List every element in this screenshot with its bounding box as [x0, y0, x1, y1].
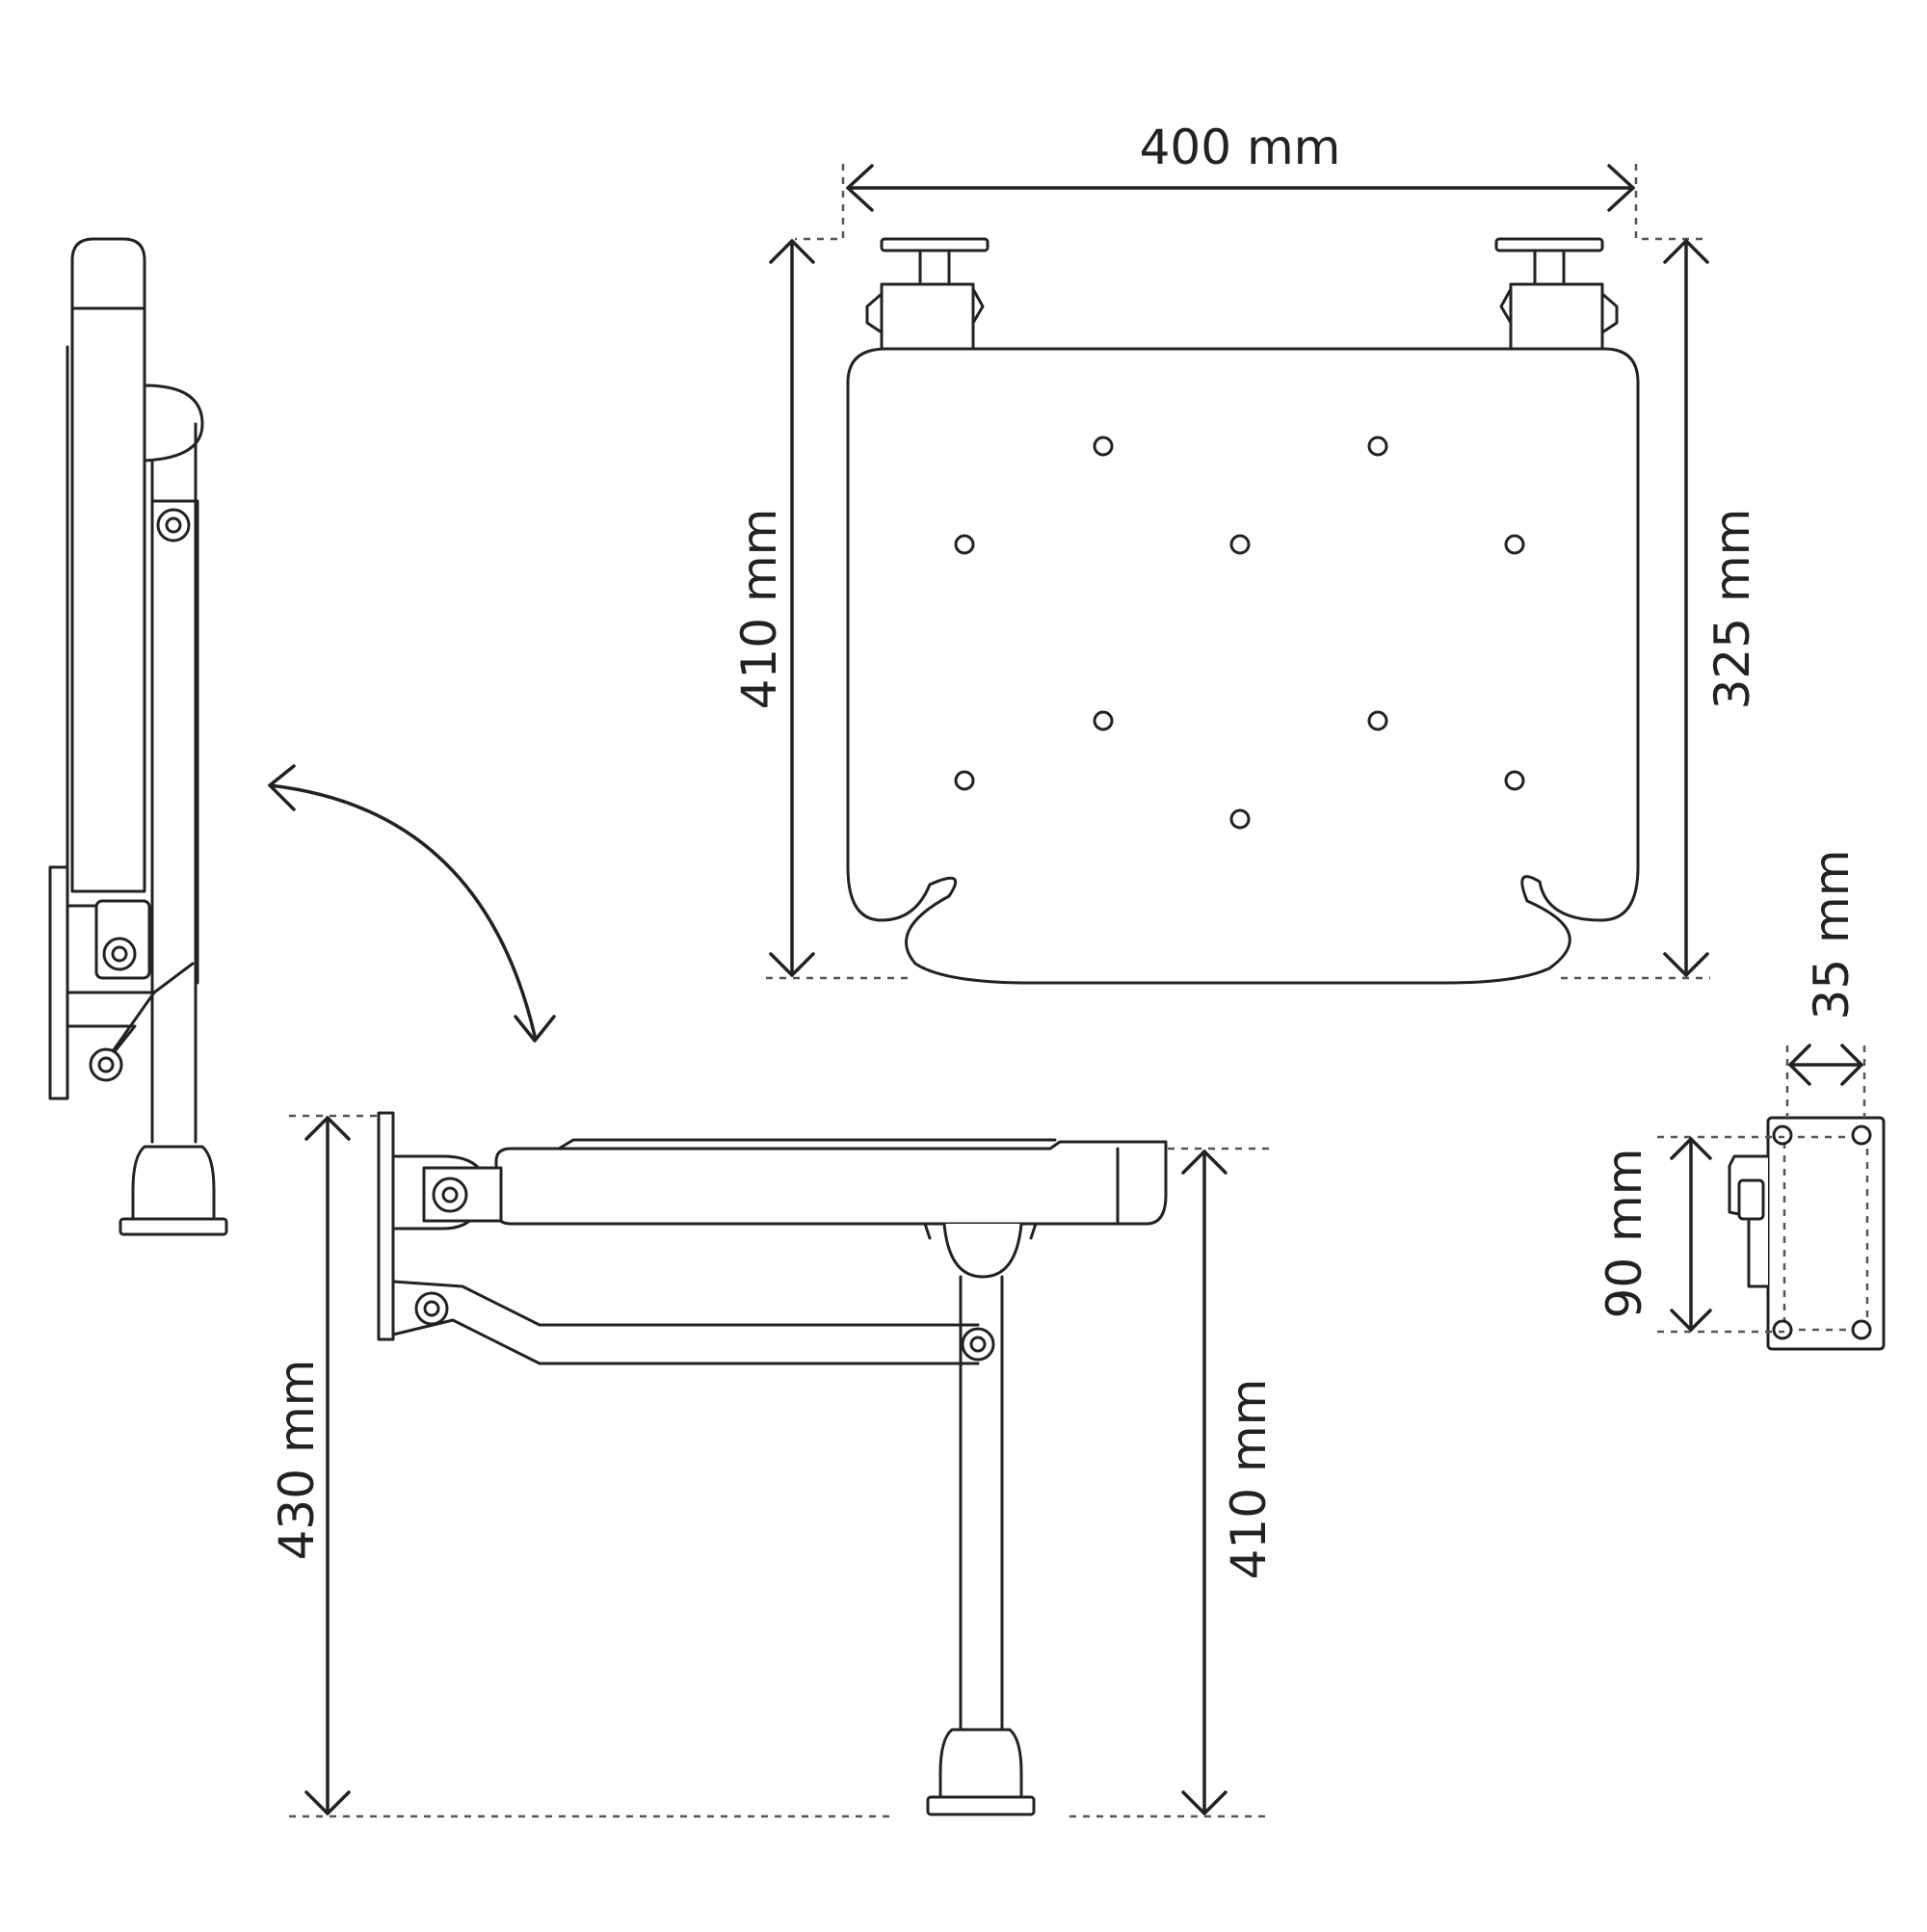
top-left-bracket — [865, 237, 990, 351]
folded-hinge-knuckle — [143, 384, 204, 463]
bracket-detail-view: 35 mm 90 mm — [1597, 850, 1886, 1351]
seat-top-surface — [557, 1138, 1057, 1151]
support-arm-bolt-leg-inner — [969, 1336, 987, 1353]
bracket-screw-hole — [1772, 1125, 1793, 1146]
label-leg-height: 410 mm — [1221, 1379, 1277, 1580]
seat-hinge-bolt-inner — [441, 1186, 459, 1204]
bracket-screw-hole — [1851, 1125, 1872, 1146]
dim-bracket-height: 90 mm — [1597, 1135, 1784, 1334]
dim-seat-height-total: 430 mm — [269, 1114, 379, 1815]
label-seat-depth: 410 mm — [731, 509, 787, 710]
bracket-hinge-knuckle — [1737, 1178, 1765, 1221]
label-bracket-thickness: 35 mm — [1804, 850, 1860, 1020]
drainage-holes — [954, 436, 1525, 830]
folded-pivot-bolt-top-inner — [165, 516, 182, 534]
label-seat-width: 400 mm — [1140, 119, 1341, 175]
folded-leg — [150, 422, 198, 1144]
label-bracket-height: 90 mm — [1597, 1149, 1652, 1319]
dim-leg-height: 410 mm — [1168, 1147, 1277, 1815]
folded-wall-plate — [48, 865, 69, 1100]
unfolded-side-view: 430 mm 410 mm — [269, 1111, 1277, 1818]
leg-knuckle — [942, 1222, 1023, 1279]
seat-plan-outline — [846, 347, 1640, 985]
folded-side-view — [48, 237, 228, 1236]
label-seat-height-total: 430 mm — [269, 1360, 325, 1561]
label-bracket-spacing: 325 mm — [1704, 509, 1760, 710]
dim-bracket-thickness: 35 mm — [1785, 850, 1866, 1118]
folded-foot-base — [119, 1217, 228, 1236]
support-arm-bolt-leg — [961, 1327, 995, 1362]
folded-brace-bolt-inner — [97, 1056, 115, 1073]
support-arm-bolt-wall-inner — [423, 1300, 440, 1317]
seat-hinge-bolt — [432, 1177, 468, 1213]
bracket-screw-hole — [1772, 1319, 1793, 1340]
leg-foot-base — [926, 1795, 1036, 1816]
folded-pivot-bolt-top — [156, 508, 191, 543]
folded-upper-arm — [152, 499, 199, 985]
folded-foot — [131, 1145, 216, 1221]
leg-foot — [938, 1728, 1023, 1799]
leg-knuckle-clip — [923, 1222, 1038, 1240]
support-arm — [391, 1280, 980, 1365]
folded-hinge-bolt-inner — [111, 945, 128, 963]
folded-wall-bracket — [66, 904, 98, 966]
wall-plate — [377, 1111, 395, 1341]
bracket-plate-inner-outline — [1782, 1135, 1869, 1332]
folded-seat-outline — [70, 237, 146, 893]
support-arm-bolt-wall — [414, 1291, 449, 1326]
folded-diagonal-brace — [66, 962, 195, 1076]
folded-brace-bolt — [89, 1047, 123, 1082]
dim-seat-width: 400 mm — [795, 119, 1705, 241]
fold-motion-arrow — [268, 764, 556, 1043]
top-right-bracket — [1494, 237, 1619, 351]
leg — [959, 1275, 1004, 1732]
dim-bracket-spacing: 325 mm — [1561, 239, 1760, 980]
bracket-hinge-side — [1728, 1154, 1770, 1288]
dim-seat-depth: 410 mm — [731, 239, 911, 980]
bracket-screw-hole — [1851, 1319, 1872, 1340]
seat-side-profile — [494, 1140, 1168, 1226]
top-view: 400 mm 410 mm 325 mm — [731, 119, 1760, 985]
folded-hinge-bolt — [102, 937, 137, 971]
